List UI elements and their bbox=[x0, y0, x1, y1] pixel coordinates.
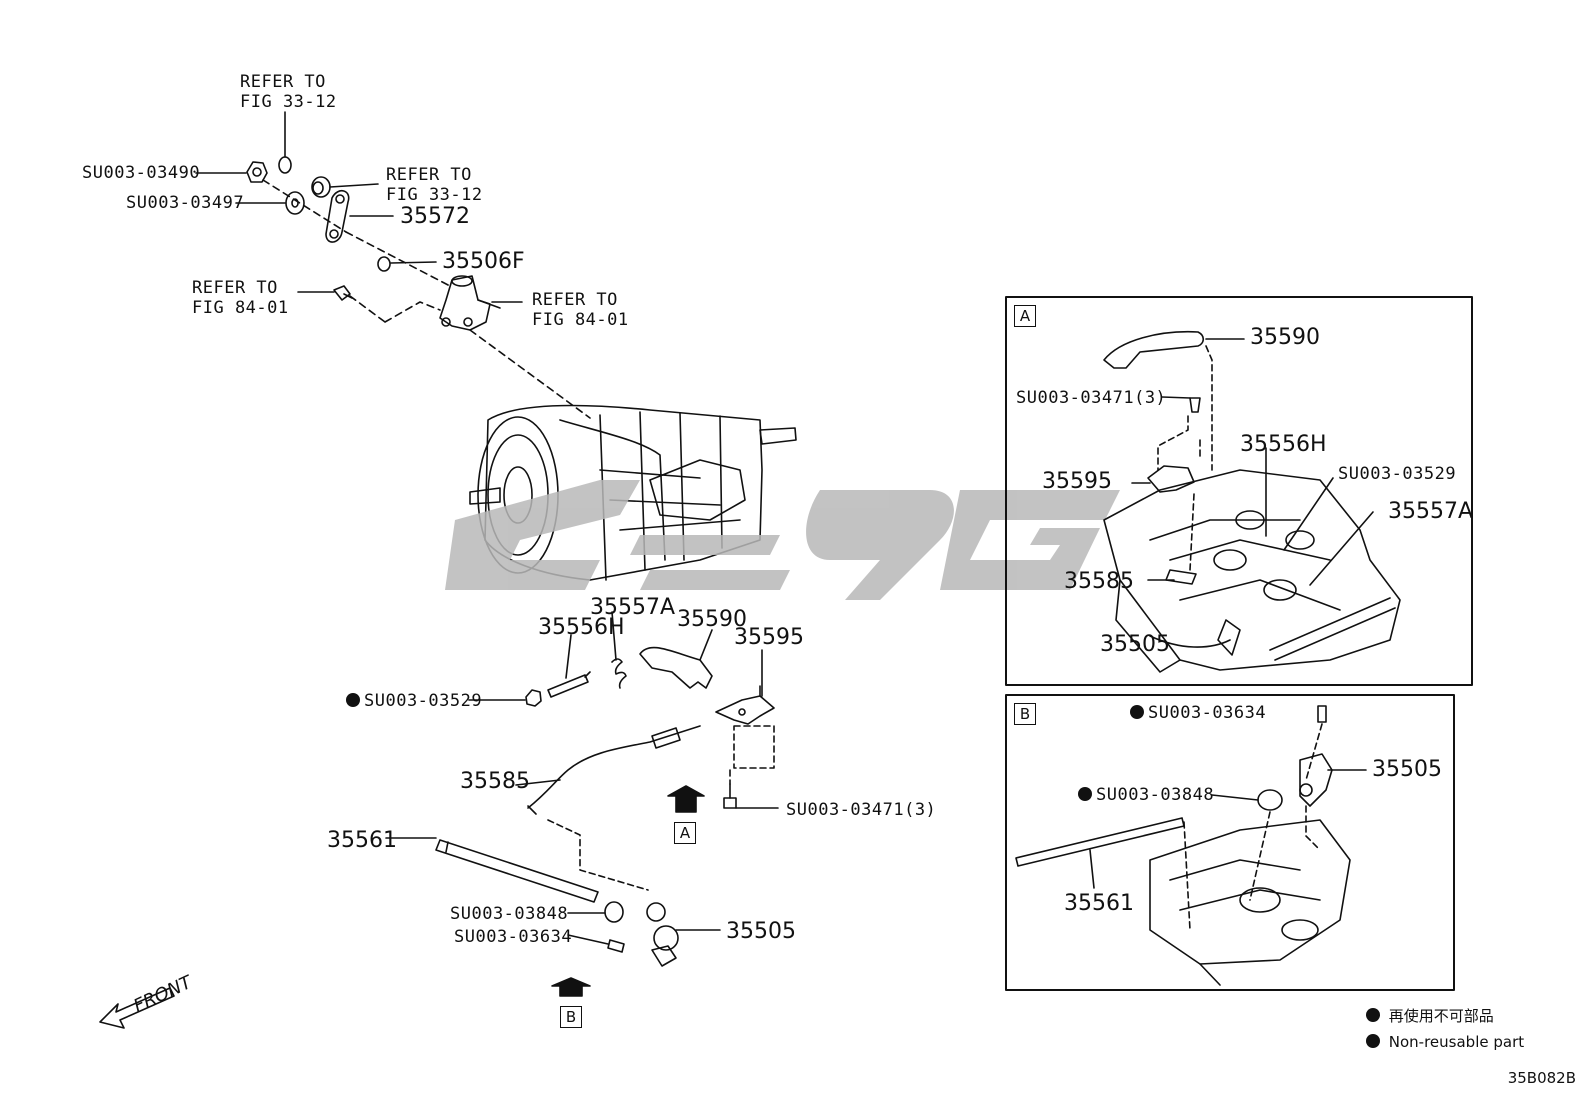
spring-icon bbox=[611, 658, 627, 689]
refer-label-right: REFER TO FIG 84-01 bbox=[532, 290, 629, 330]
figure-code: 35B082B bbox=[1507, 1069, 1576, 1087]
inset-a-part-35595[interactable]: 35595 bbox=[1042, 469, 1112, 494]
part-number-su003-03497[interactable]: SU003-03497 bbox=[126, 193, 245, 213]
legend-row-jp: 再使用不可部品 bbox=[1366, 1003, 1524, 1029]
watermark-logo bbox=[445, 480, 1120, 600]
part-number-35557a[interactable]: 35557A bbox=[590, 595, 676, 620]
view-b-arrow-icon bbox=[551, 977, 591, 997]
front-arrow-icon bbox=[99, 987, 175, 1029]
inset-a-part-su003-03529[interactable]: SU003-03529 bbox=[1338, 464, 1457, 484]
non-reusable-dot-icon bbox=[1078, 787, 1092, 801]
bracket-icon bbox=[715, 685, 775, 725]
inset-b-part-35561[interactable]: 35561 bbox=[1064, 891, 1134, 916]
refer-label-top-right: REFER TO FIG 33-12 bbox=[386, 165, 483, 205]
non-reusable-dot-icon bbox=[1130, 705, 1144, 719]
neutral-switch-icon bbox=[439, 275, 501, 331]
manual-valve-lever-icon bbox=[646, 902, 679, 967]
part-number-su003-03529[interactable]: SU003-03529 bbox=[346, 691, 482, 711]
manual-shaft-icon bbox=[435, 839, 599, 903]
inset-a-part-35557a[interactable]: 35557A bbox=[1388, 499, 1474, 524]
seal-icon bbox=[311, 176, 331, 198]
part-number-35506f[interactable]: 35506F bbox=[442, 249, 525, 274]
inset-a-part-35590[interactable]: 35590 bbox=[1250, 325, 1320, 350]
inset-b-part-su003-03848[interactable]: SU003-03848 bbox=[1078, 785, 1214, 805]
inset-a-part-35585[interactable]: 35585 bbox=[1064, 569, 1134, 594]
part-number-35572[interactable]: 35572 bbox=[400, 204, 470, 229]
inset-a-drawing bbox=[1103, 330, 1401, 673]
view-b-marker[interactable]: B bbox=[560, 1006, 582, 1028]
part-number-35585[interactable]: 35585 bbox=[460, 769, 530, 794]
inset-a-part-35505[interactable]: 35505 bbox=[1100, 632, 1170, 657]
part-number-35505[interactable]: 35505 bbox=[726, 919, 796, 944]
non-reusable-dot-icon bbox=[346, 693, 360, 707]
part-number-35561[interactable]: 35561 bbox=[327, 828, 397, 853]
view-a-marker[interactable]: A bbox=[674, 822, 696, 844]
refer-label-top: REFER TO FIG 33-12 bbox=[240, 72, 337, 112]
non-reusable-dot-icon bbox=[1366, 1008, 1380, 1022]
inset-b-part-35505[interactable]: 35505 bbox=[1372, 757, 1442, 782]
bolt-icon bbox=[333, 285, 353, 301]
nut-icon bbox=[246, 161, 268, 183]
bolt-icon bbox=[723, 783, 737, 809]
part-number-su003-03848[interactable]: SU003-03848 bbox=[450, 904, 569, 924]
inset-b-letter: B bbox=[1014, 703, 1036, 725]
detent-lever-icon bbox=[639, 646, 713, 689]
inset-a-frame bbox=[1005, 296, 1473, 686]
part-number-su003-03634[interactable]: SU003-03634 bbox=[454, 927, 573, 947]
parking-rod-icon bbox=[527, 725, 701, 815]
inset-b-frame bbox=[1005, 694, 1455, 991]
part-number-35556h[interactable]: 35556H bbox=[538, 615, 625, 640]
part-number-su003-03471[interactable]: SU003-03471(3) bbox=[786, 800, 937, 820]
part-number-35590[interactable]: 35590 bbox=[677, 607, 747, 632]
inset-b-drawing bbox=[1015, 705, 1367, 986]
inset-a-part-su003-03471[interactable]: SU003-03471(3) bbox=[1016, 388, 1167, 408]
inset-b-part-su003-03634[interactable]: SU003-03634 bbox=[1130, 703, 1266, 723]
detent-rod-icon bbox=[547, 671, 591, 698]
part-number-35595[interactable]: 35595 bbox=[734, 625, 804, 650]
inset-a-letter: A bbox=[1014, 305, 1036, 327]
shift-lever-icon bbox=[325, 190, 350, 243]
part-number-su003-03490[interactable]: SU003-03490 bbox=[82, 163, 201, 183]
non-reusable-dot-icon bbox=[1366, 1034, 1380, 1048]
inset-a-part-35556h[interactable]: 35556H bbox=[1240, 432, 1327, 457]
legend-row-en: Non-reusable part bbox=[1366, 1029, 1524, 1055]
washer-icon bbox=[285, 191, 305, 215]
view-a-arrow-icon bbox=[667, 785, 705, 813]
legend: 再使用不可部品 Non-reusable part bbox=[1366, 1003, 1524, 1055]
refer-label-left: REFER TO FIG 84-01 bbox=[192, 278, 289, 318]
